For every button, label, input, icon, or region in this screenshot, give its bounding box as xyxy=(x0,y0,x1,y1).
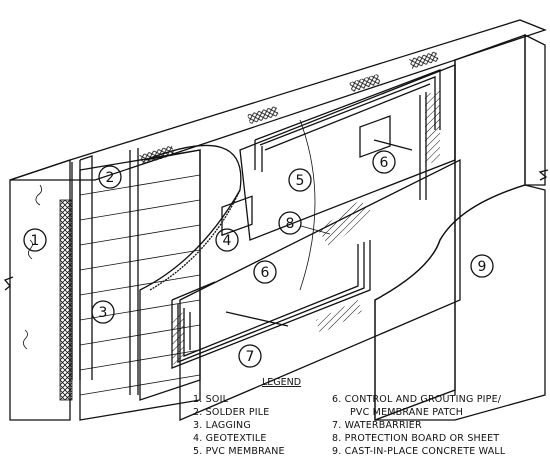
svg-text:9: 9 xyxy=(478,259,487,275)
svg-text:7: 7 xyxy=(246,349,255,365)
break-marks xyxy=(3,169,549,291)
soil-block xyxy=(9,19,547,421)
legend-title: LEGEND xyxy=(262,377,301,388)
callout-4: 4 xyxy=(215,228,239,252)
svg-text:3: 3 xyxy=(99,305,108,321)
svg-text:5: 5 xyxy=(296,173,305,189)
legend-item: PVC MEMBRANE PATCH xyxy=(350,407,463,418)
waterbarrier-upper xyxy=(254,69,441,200)
legend-item: 1. SOIL xyxy=(193,394,229,405)
svg-text:8: 8 xyxy=(286,216,295,232)
legend-item: 9. CAST-IN-PLACE CONCRETE WALL xyxy=(332,446,506,457)
callout-5: 5 xyxy=(288,168,312,192)
svg-text:1: 1 xyxy=(31,233,40,249)
legend-item: 2. SOLDER PILE xyxy=(193,407,269,418)
legend-item: 4. GEOTEXTILE xyxy=(193,433,267,444)
concrete-wall xyxy=(374,33,546,421)
callout-2: 2 xyxy=(98,165,122,189)
legend-item: 3. LAGGING xyxy=(193,420,251,431)
callout-6-lower: 6 xyxy=(253,260,277,284)
geotextile xyxy=(139,144,242,401)
legend: LEGEND 1. SOIL 2. SOLDER PILE 3. LAGGING… xyxy=(193,377,506,457)
callout-1: 1 xyxy=(23,228,47,252)
callout-8: 8 xyxy=(278,211,331,235)
protection-board xyxy=(172,90,440,365)
callout-7: 7 xyxy=(238,344,262,368)
legend-item: 7. WATERBARRIER xyxy=(332,420,422,431)
waterbarrier-lower xyxy=(171,240,371,369)
callout-6-upper: 6 xyxy=(372,150,396,174)
svg-text:4: 4 xyxy=(223,233,232,249)
callout-9: 9 xyxy=(470,254,494,278)
callout-3: 3 xyxy=(91,300,115,324)
svg-text:2: 2 xyxy=(106,170,115,186)
svg-text:6: 6 xyxy=(380,155,389,171)
grouting-patch-lower xyxy=(221,195,289,327)
soil-edge-texture xyxy=(59,199,73,401)
grouting-patch-upper xyxy=(359,115,413,158)
svg-text:6: 6 xyxy=(261,265,270,281)
legend-item: 5. PVC MEMBRANE xyxy=(193,446,285,457)
legend-item: 8. PROTECTION BOARD OR SHEET xyxy=(332,433,499,444)
legend-item: 6. CONTROL AND GROUTING PIPE/ xyxy=(332,394,502,405)
